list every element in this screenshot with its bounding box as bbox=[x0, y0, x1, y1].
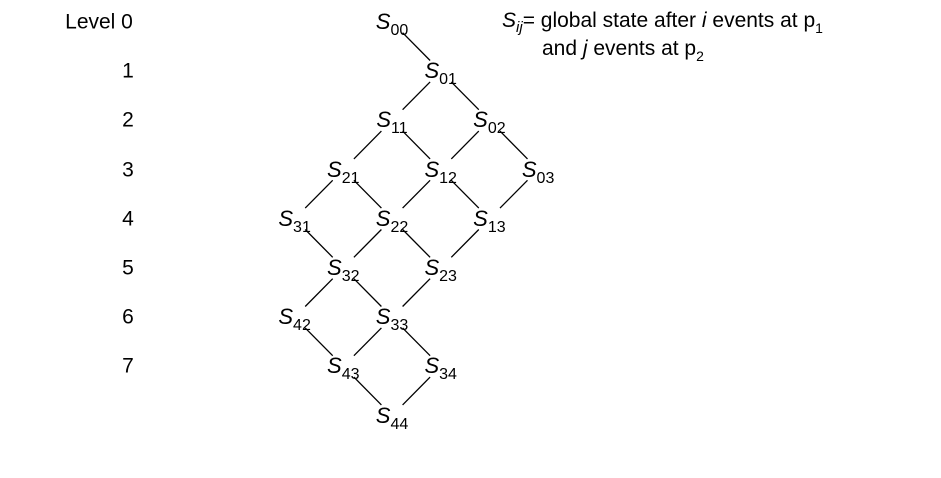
edge-s12-s13 bbox=[450, 179, 480, 209]
legend-text-2b: events at p bbox=[587, 37, 697, 60]
state-subscript: 22 bbox=[390, 218, 409, 236]
state-node-s11: S11 bbox=[376, 107, 407, 137]
level-label-3: 3 bbox=[122, 158, 134, 182]
state-node-s12: S12 bbox=[424, 156, 456, 186]
state-subscript: 03 bbox=[536, 169, 555, 187]
state-letter: S bbox=[521, 156, 537, 182]
state-node-s31: S31 bbox=[278, 205, 310, 235]
edge-s22-s23 bbox=[402, 229, 431, 258]
edge-s02-s12 bbox=[450, 130, 480, 160]
state-node-s03: S03 bbox=[521, 156, 554, 186]
level-label-6: 6 bbox=[122, 305, 134, 329]
state-node-s43: S43 bbox=[327, 353, 359, 383]
legend-text-2a: and bbox=[542, 37, 583, 60]
state-letter: S bbox=[375, 205, 391, 231]
level-label-5: 5 bbox=[122, 256, 134, 280]
state-subscript: 23 bbox=[439, 268, 457, 285]
edge-s21-s31 bbox=[304, 179, 334, 209]
edge-s01-s02 bbox=[450, 81, 480, 111]
legend-symbol-sub: ij bbox=[516, 19, 523, 36]
level-label-2: 2 bbox=[122, 108, 134, 132]
state-letter: S bbox=[424, 353, 440, 379]
state-letter: S bbox=[376, 107, 392, 133]
state-subscript: 42 bbox=[293, 317, 311, 335]
edge-s31-s32 bbox=[304, 229, 334, 258]
edge-s43-s44 bbox=[353, 376, 382, 406]
edge-s11-s12 bbox=[402, 130, 431, 160]
state-node-s32: S32 bbox=[327, 255, 359, 285]
state-letter: S bbox=[424, 255, 440, 280]
legend-p2-sub: 2 bbox=[696, 48, 704, 64]
legend-p1-sub: 1 bbox=[815, 20, 823, 36]
level-label-7: 7 bbox=[122, 354, 134, 378]
state-letter: S bbox=[424, 156, 440, 182]
legend-line-1: Sij= global state after i events at p1 bbox=[502, 9, 823, 35]
state-node-s01: S01 bbox=[424, 58, 456, 88]
state-letter: S bbox=[327, 156, 342, 182]
edge-s02-s03 bbox=[499, 130, 528, 160]
edge-s01-s11 bbox=[402, 81, 431, 111]
state-node-s21: S21 bbox=[327, 156, 359, 186]
edge-s23-s33 bbox=[402, 278, 431, 307]
state-node-s00: S00 bbox=[375, 9, 408, 39]
state-node-s34: S34 bbox=[424, 353, 456, 383]
state-subscript: 34 bbox=[439, 366, 457, 384]
state-subscript: 11 bbox=[391, 120, 408, 138]
edge-s12-s22 bbox=[402, 179, 431, 209]
edge-s11-s21 bbox=[353, 130, 382, 160]
state-subscript: 31 bbox=[293, 218, 311, 236]
state-subscript: 00 bbox=[390, 22, 409, 39]
state-node-s42: S42 bbox=[278, 304, 310, 334]
state-letter: S bbox=[327, 353, 342, 379]
edge-s00-s01 bbox=[402, 32, 431, 61]
state-subscript: 32 bbox=[341, 268, 360, 285]
state-letter: S bbox=[278, 304, 294, 330]
state-subscript: 44 bbox=[390, 415, 409, 433]
edge-s33-s43 bbox=[353, 327, 382, 357]
edge-s21-s22 bbox=[353, 179, 382, 209]
legend-var-i: i bbox=[701, 9, 707, 32]
level-label-1: 1 bbox=[122, 59, 134, 83]
state-letter: S bbox=[473, 205, 488, 231]
level-label-4: 4 bbox=[122, 207, 134, 231]
state-subscript: 43 bbox=[341, 366, 360, 384]
edge-s34-s44 bbox=[402, 376, 431, 406]
state-subscript: 01 bbox=[439, 71, 457, 89]
state-node-s23: S23 bbox=[424, 255, 456, 285]
legend-line-2: and j events at p2 bbox=[542, 37, 704, 63]
legend-text-1: = global state after bbox=[522, 9, 702, 32]
state-node-s44: S44 bbox=[375, 402, 408, 432]
legend-symbol: S bbox=[502, 9, 517, 32]
state-node-s13: S13 bbox=[473, 205, 505, 235]
state-subscript: 33 bbox=[390, 317, 409, 335]
state-letter: S bbox=[375, 402, 391, 428]
state-node-s33: S33 bbox=[375, 304, 408, 334]
edge-s22-s32 bbox=[353, 229, 382, 258]
edge-s13-s23 bbox=[450, 229, 480, 258]
state-letter: S bbox=[278, 205, 294, 231]
edge-s42-s43 bbox=[304, 327, 334, 357]
edge-s32-s42 bbox=[304, 278, 334, 307]
edge-s33-s34 bbox=[402, 327, 431, 357]
state-subscript: 12 bbox=[439, 169, 457, 187]
state-subscript: 02 bbox=[487, 120, 506, 138]
legend-text-1b: events at p bbox=[706, 9, 816, 32]
edge-s32-s33 bbox=[353, 278, 382, 307]
state-letter: S bbox=[375, 304, 391, 330]
state-letter: S bbox=[424, 58, 440, 84]
state-node-s22: S22 bbox=[375, 205, 408, 235]
state-letter: S bbox=[375, 9, 391, 34]
state-subscript: 13 bbox=[487, 218, 506, 236]
level-label-0: Level 0 bbox=[65, 10, 133, 34]
state-node-s02: S02 bbox=[473, 107, 505, 137]
legend-var-j: j bbox=[582, 37, 588, 60]
state-letter: S bbox=[327, 255, 342, 280]
state-subscript: 21 bbox=[341, 169, 360, 187]
edge-s03-s13 bbox=[499, 179, 528, 209]
state-letter: S bbox=[473, 107, 488, 133]
